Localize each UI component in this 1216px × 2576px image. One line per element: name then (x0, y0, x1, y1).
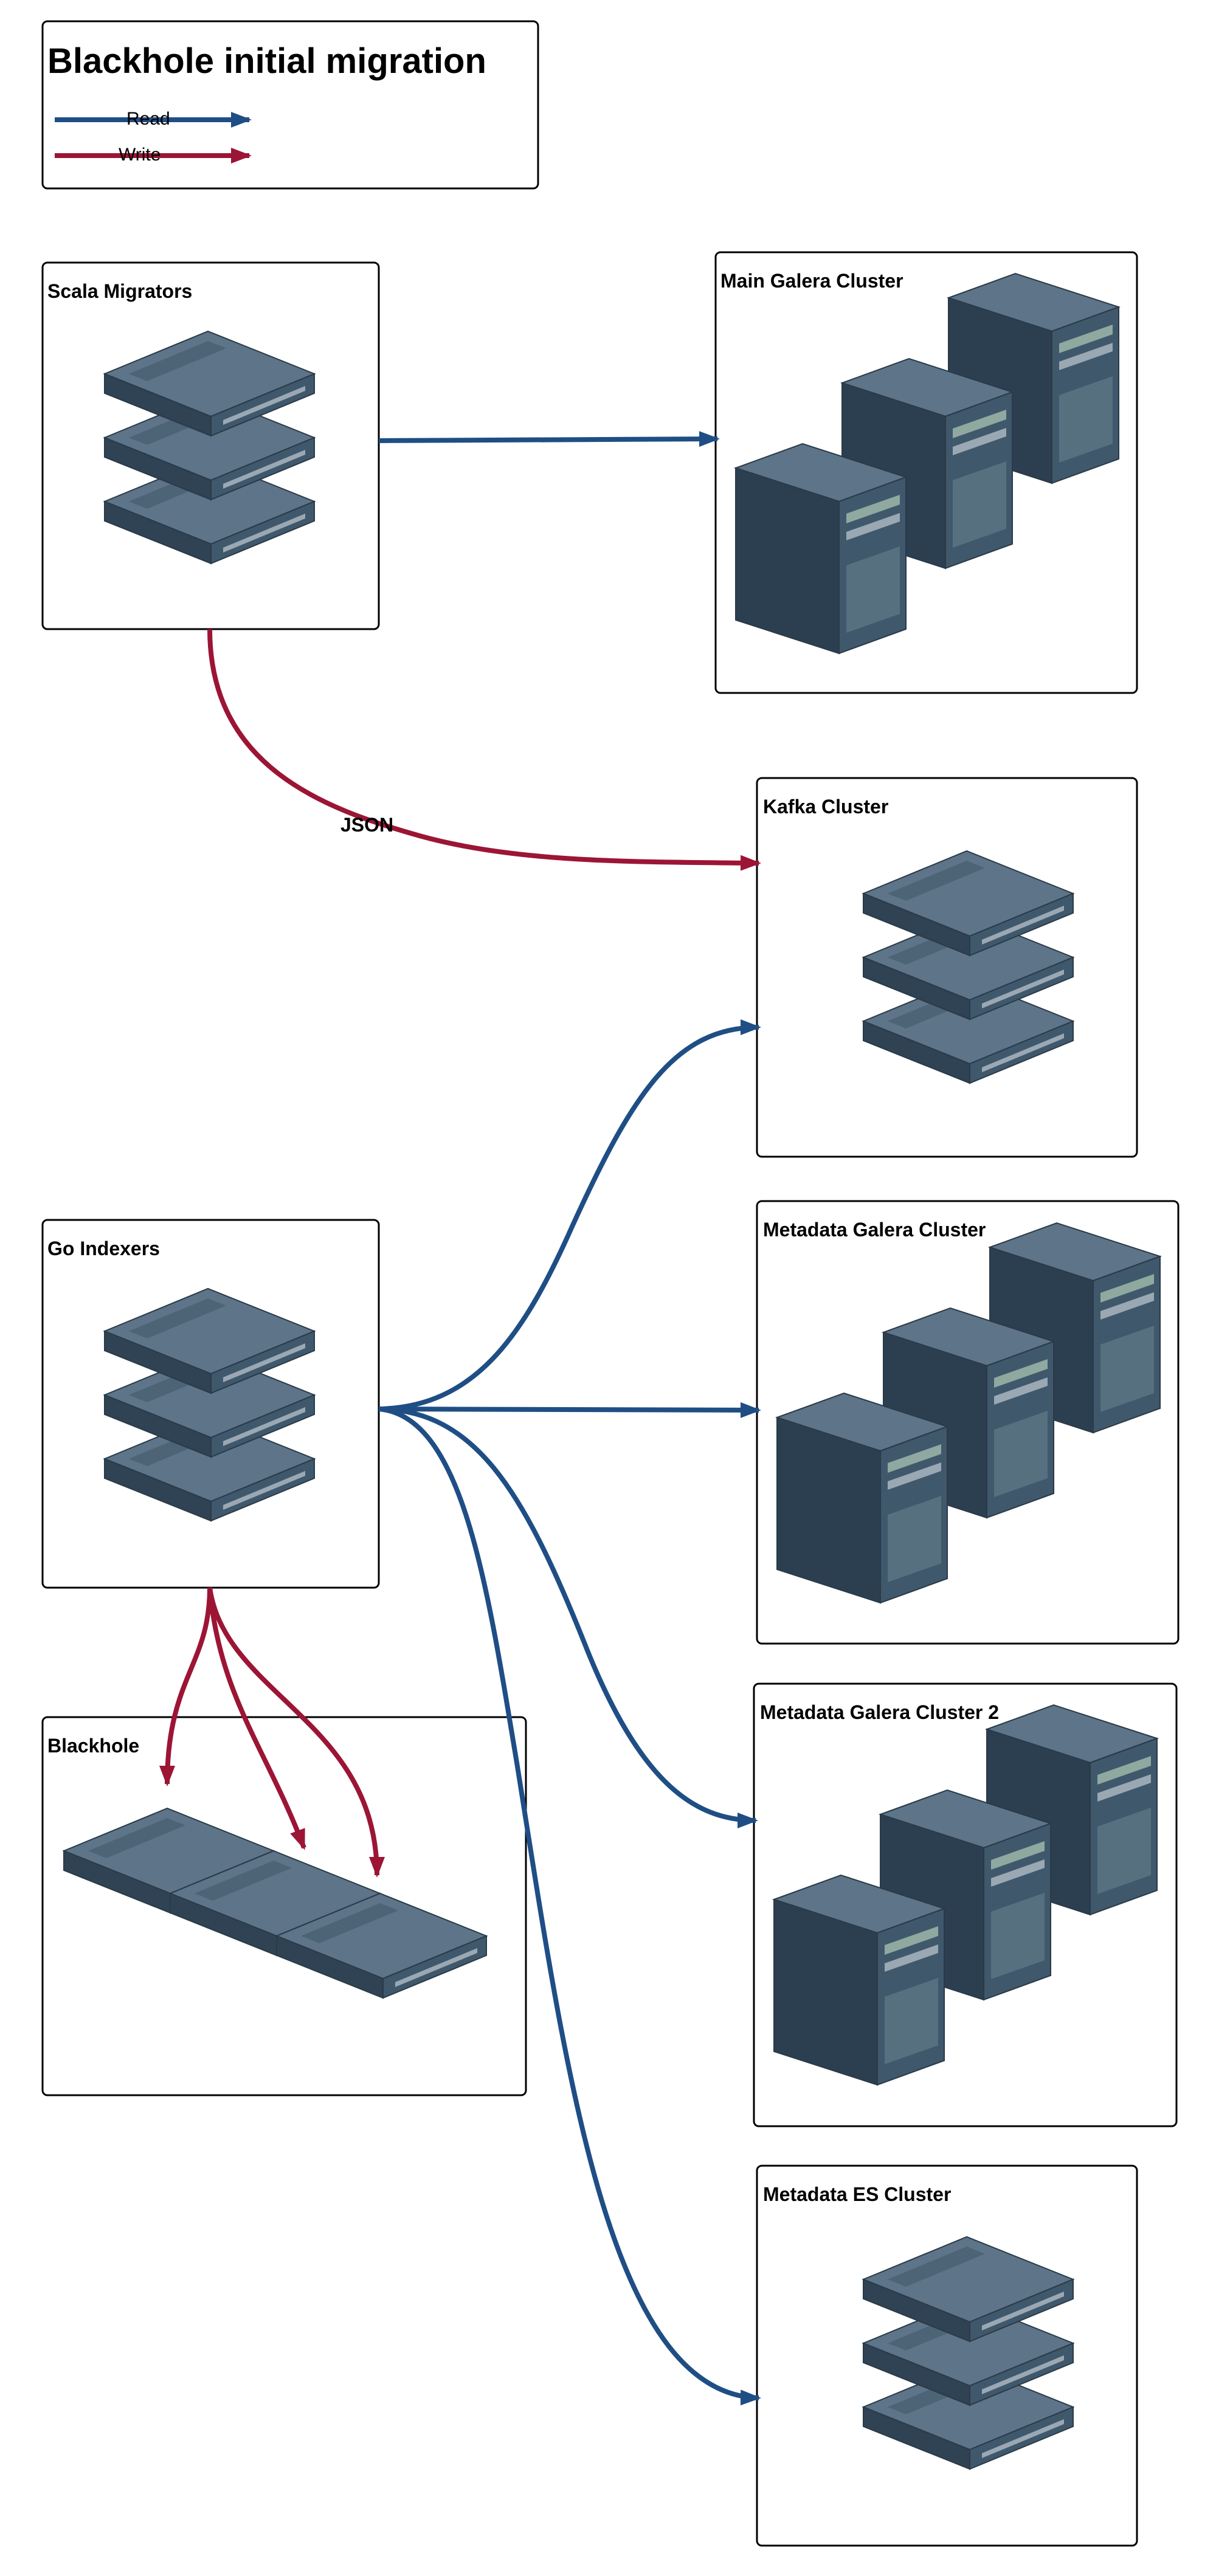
legend-box: Blackhole initial migration Read Write (41, 20, 539, 190)
edge-go-to-blackhole-2 (207, 1587, 306, 1850)
node-label: Metadata Galera Cluster 2 (760, 1701, 999, 1723)
diagram-title: Blackhole initial migration (47, 41, 486, 81)
node-scala-migrators[interactable]: Scala Migrators (41, 261, 380, 630)
node-metadata-galera-cluster-2[interactable]: Metadata Galera Cluster 2 (753, 1682, 1178, 2127)
rack-server-stack-icon (863, 851, 1073, 1083)
edges (159, 431, 761, 2406)
edge-go-to-metadata-galera (378, 1402, 761, 1418)
edge-go-to-metadata-es (378, 1407, 761, 2406)
node-label: Metadata Galera Cluster (763, 1219, 986, 1241)
edge-go-to-metadata-galera-2 (378, 1407, 758, 1828)
rack-server-stack-icon (105, 331, 314, 563)
edge-go-to-kafka (378, 1019, 761, 1411)
edge-label-json: JSON (340, 814, 393, 836)
node-go-indexers[interactable]: Go Indexers (41, 1219, 380, 1589)
node-label: Blackhole (47, 1735, 139, 1757)
edge-scala-to-kafka (207, 629, 761, 871)
node-kafka-cluster[interactable]: Kafka Cluster (756, 777, 1138, 1158)
node-metadata-galera-cluster[interactable]: Metadata Galera Cluster (756, 1200, 1180, 1645)
node-main-galera-cluster[interactable]: Main Galera Cluster (714, 251, 1138, 694)
node-label: Scala Migrators (47, 280, 192, 302)
node-label: Metadata ES Cluster (763, 2183, 951, 2205)
legend-write-label: Write (119, 145, 161, 165)
edge-scala-to-main-galera (378, 431, 720, 447)
node-label: Go Indexers (47, 1238, 160, 1259)
rack-server-stack-icon (105, 1289, 314, 1521)
legend-read-label: Read (126, 109, 170, 129)
node-label: Kafka Cluster (763, 796, 888, 818)
node-metadata-es-cluster[interactable]: Metadata ES Cluster (756, 2164, 1138, 2547)
edge-go-to-blackhole-1 (159, 1587, 212, 1786)
node-label: Main Galera Cluster (720, 270, 903, 292)
edge-go-to-blackhole-3 (207, 1587, 385, 1878)
rack-server-stack-icon (863, 2237, 1073, 2469)
node-blackhole[interactable]: Blackhole (41, 1716, 527, 2096)
